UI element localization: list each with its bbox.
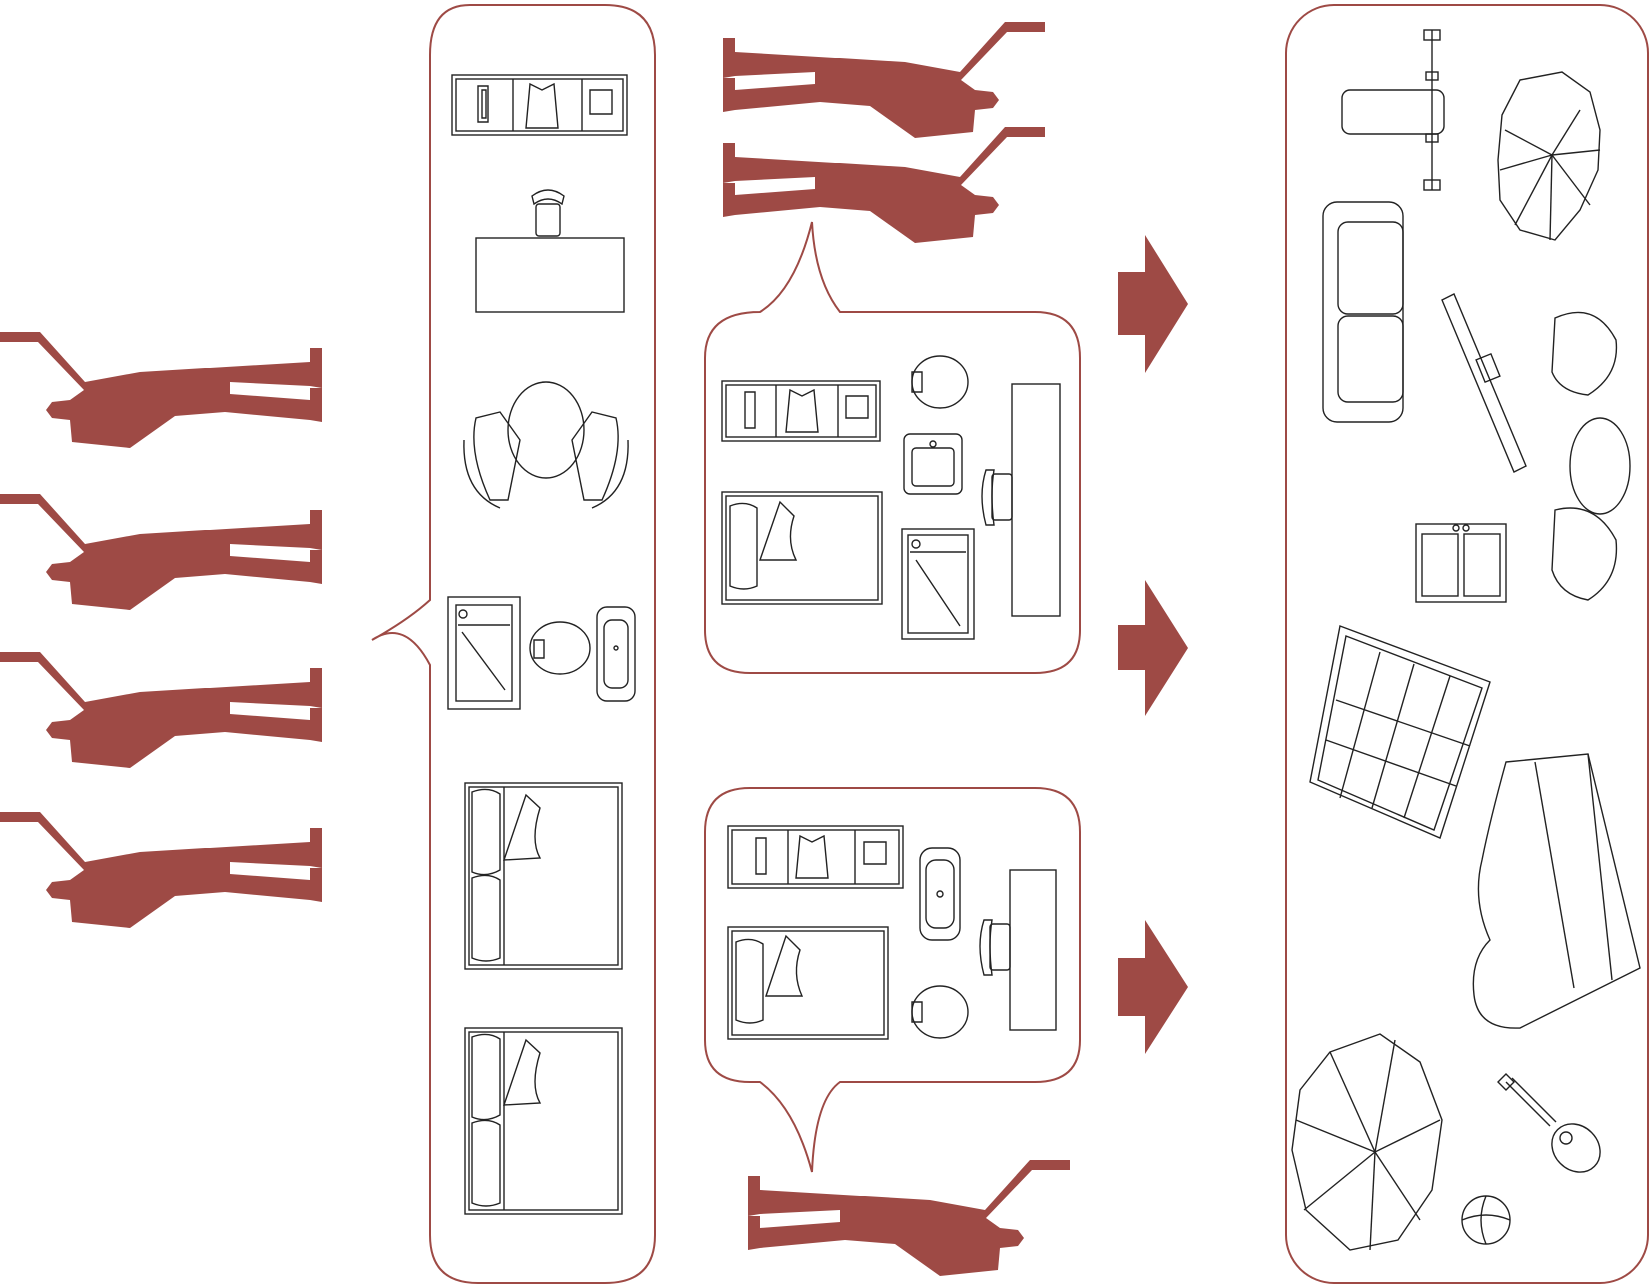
room-layout-b xyxy=(727,825,1057,1040)
bookshelf-icon xyxy=(1309,625,1491,839)
arrow-right-icon xyxy=(1118,235,1188,373)
round-table-chairs-icon xyxy=(463,381,629,509)
double-bed-icon xyxy=(464,1027,623,1215)
activity-furniture-panel xyxy=(1285,4,1649,1284)
person-silhouette-icon xyxy=(748,1160,1070,1276)
round-table-chairs-icon xyxy=(1551,311,1631,601)
umbrella-icon xyxy=(1291,1033,1443,1251)
panel-1-furniture xyxy=(447,74,636,1215)
person-silhouette-icon xyxy=(0,332,322,448)
wardrobe-icon xyxy=(727,825,904,889)
room-layout-a xyxy=(721,355,1061,640)
floor-lamp-icon xyxy=(1441,293,1527,473)
double-bed-icon xyxy=(464,782,623,970)
guitar-icon xyxy=(1497,1073,1601,1173)
shower-toilet-sink-icon xyxy=(447,596,636,710)
sink-icon xyxy=(919,847,961,941)
room-layout-a-panel xyxy=(704,221,1081,674)
desk-chair-icon xyxy=(979,869,1057,1031)
wardrobe-icon xyxy=(721,380,881,442)
double-sink-icon xyxy=(1415,523,1507,603)
shower-icon xyxy=(901,528,975,640)
toilet-icon xyxy=(911,355,969,409)
person-silhouette-icon xyxy=(0,652,322,768)
desk-chair-icon xyxy=(475,189,625,313)
bed-icon xyxy=(727,926,889,1040)
person-silhouette-icon xyxy=(723,127,1045,243)
arrows xyxy=(1118,235,1188,1054)
sofa-icon xyxy=(1322,201,1404,423)
activity-furniture xyxy=(1291,29,1641,1251)
person-silhouette-icon xyxy=(0,812,322,928)
umbrella-icon xyxy=(1497,71,1601,241)
bench-press-icon xyxy=(1341,29,1445,191)
toilet-icon xyxy=(911,985,969,1039)
sink-icon xyxy=(903,433,963,495)
basketball-icon xyxy=(1461,1195,1511,1245)
shared-furniture-panel xyxy=(371,4,656,1284)
occupants-group-2 xyxy=(723,22,1045,243)
person-silhouette-icon xyxy=(0,494,322,610)
arrow-right-icon xyxy=(1118,920,1188,1054)
grand-piano-icon xyxy=(1472,753,1641,1029)
bed-icon xyxy=(721,491,883,605)
desk-chair-icon xyxy=(981,383,1061,617)
occupants-group-1 xyxy=(0,332,322,928)
room-layout-b-panel xyxy=(704,787,1081,1173)
wardrobe-icon xyxy=(451,74,628,136)
person-silhouette-icon xyxy=(723,22,1045,138)
arrow-right-icon xyxy=(1118,580,1188,716)
occupant-3 xyxy=(748,1160,1070,1276)
